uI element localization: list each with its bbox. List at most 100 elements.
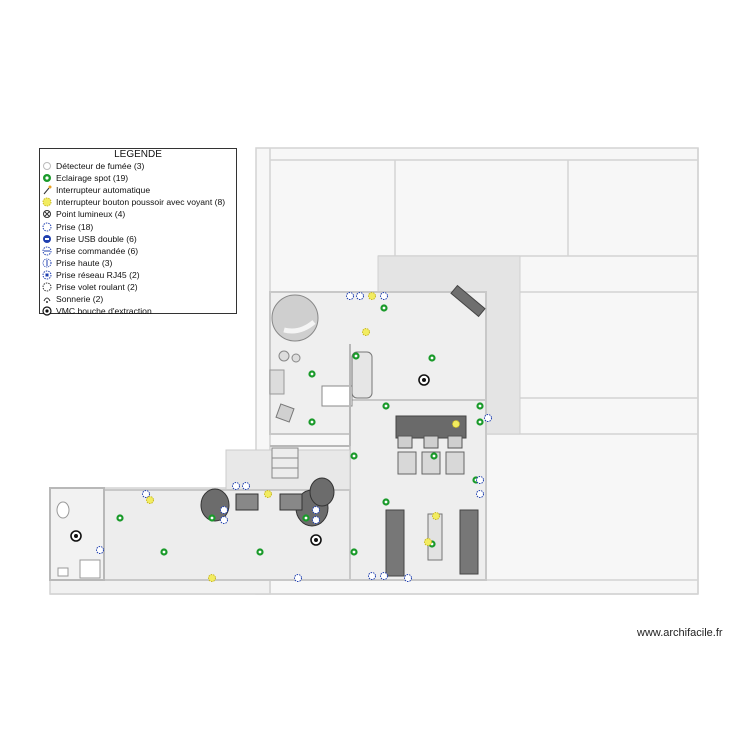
coffee-table	[427, 513, 443, 561]
legend-item-label: Détecteur de fumée (3)	[56, 161, 145, 172]
usb-outlet-icon	[42, 234, 53, 244]
outlet-icon	[42, 222, 53, 232]
outlet-icon	[232, 482, 240, 490]
spot-light-icon	[350, 452, 358, 460]
push-button-switch-icon	[208, 574, 216, 582]
outlet-icon	[312, 506, 320, 514]
legend-item: Prise commandée (6)	[42, 245, 236, 257]
outlet-icon	[142, 490, 150, 498]
push-button-switch-icon	[146, 496, 154, 504]
bookcase-right	[459, 509, 479, 575]
push-button-switch-icon	[452, 420, 460, 428]
vmc-extractors	[70, 374, 430, 546]
vmc-icon	[418, 374, 430, 386]
table-lower-2	[279, 493, 303, 511]
legend-item: Point lumineux (4)	[42, 208, 236, 220]
spot-light-icon	[382, 402, 390, 410]
spot-light-icon	[308, 418, 316, 426]
small-chair	[278, 350, 290, 362]
outlet-icon	[346, 292, 354, 300]
spot-light-icon	[380, 304, 388, 312]
smoke-detector-icon	[42, 161, 53, 171]
legend-list: Détecteur de fumée (3)Eclairage spot (19…	[40, 160, 236, 317]
round-table-light	[283, 320, 316, 334]
outlet-icon	[242, 482, 250, 490]
armchair	[275, 403, 295, 423]
small-chair-2	[291, 353, 301, 363]
vmc-icon	[42, 306, 53, 316]
outlet-icon	[380, 292, 388, 300]
outlet-icon	[380, 572, 388, 580]
switches	[146, 292, 460, 582]
legend-item: Interrupteur bouton poussoir avec voyant…	[42, 196, 236, 208]
bookcase-left	[385, 509, 405, 577]
outlet-icon	[294, 574, 302, 582]
push-button-switch-icon	[368, 292, 376, 300]
spot-light-icon	[308, 370, 316, 378]
legend-item: Sonnerie (2)	[42, 293, 236, 305]
spot-light-icon	[428, 354, 436, 362]
legend-item: Prise haute (3)	[42, 257, 236, 269]
legend-item: Prise volet roulant (2)	[42, 281, 236, 293]
legend-item-label: Interrupteur automatique	[56, 185, 151, 196]
outlet-icon	[368, 572, 376, 580]
bath-mat	[57, 567, 69, 577]
spot-light-icon	[382, 498, 390, 506]
push-button-switch-icon	[424, 538, 432, 546]
spot-light-icon	[350, 548, 358, 556]
sofa	[351, 351, 373, 399]
legend-item-label: VMC bouche d'extraction	[56, 306, 152, 317]
spot-light-icon	[430, 452, 438, 460]
spot-light-icon	[352, 352, 360, 360]
legend-item-label: Prise USB double (6)	[56, 233, 137, 244]
switched-outlet-icon	[42, 246, 53, 256]
spot-light-icon	[256, 548, 264, 556]
vmc-icon	[310, 534, 322, 546]
legend-item-label: Eclairage spot (19)	[56, 173, 129, 184]
bench	[450, 284, 486, 318]
outlet-icon	[476, 476, 484, 484]
push-button-switch-icon	[264, 490, 272, 498]
push-button-switch-icon	[362, 328, 370, 336]
rj45-outlet-icon	[42, 270, 53, 280]
stairs	[271, 447, 299, 479]
watermark: www.archifacile.fr	[637, 627, 723, 639]
outlets	[96, 292, 492, 582]
legend-item-label: Prise commandée (6)	[56, 245, 139, 256]
legend-item: Interrupteur automatique	[42, 184, 236, 196]
spot-light-icon	[476, 402, 484, 410]
outlet-icon	[312, 516, 320, 524]
outlet-icon	[476, 490, 484, 498]
bath-cabinet	[79, 559, 101, 579]
spot-lights	[116, 304, 484, 556]
push-button-switch-icon	[432, 512, 440, 520]
legend-title: LEGENDE	[114, 149, 162, 160]
legend-item-label: Interrupteur bouton poussoir avec voyant…	[56, 197, 226, 208]
legend-item-label: Prise volet roulant (2)	[56, 281, 138, 292]
desk	[321, 385, 353, 407]
auto-switch-icon	[42, 185, 53, 195]
legend-item-label: Prise haute (3)	[56, 257, 113, 268]
doorbell-icon	[42, 294, 53, 304]
vmc-icon	[70, 530, 82, 542]
spot-light-icon	[208, 514, 216, 522]
legend-item: Prise (18)	[42, 220, 236, 232]
legend-item-label: Sonnerie (2)	[56, 294, 104, 305]
legend-item-label: Point lumineux (4)	[56, 209, 126, 220]
round-table	[271, 294, 319, 342]
outlet-icon	[220, 506, 228, 514]
outlet-icon	[484, 414, 492, 422]
side-shelf	[269, 369, 285, 395]
spot-light-icon	[302, 514, 310, 522]
spot-light-icon	[160, 548, 168, 556]
light-point-icon	[42, 209, 53, 219]
outlet-icon	[220, 516, 228, 524]
high-outlet-icon	[42, 258, 53, 268]
spot-light-icon	[476, 418, 484, 426]
toilet	[56, 501, 70, 519]
legend-item: Eclairage spot (19)	[42, 172, 236, 184]
legend-item: VMC bouche d'extraction	[42, 305, 236, 317]
legend-item: Prise réseau RJ45 (2)	[42, 269, 236, 281]
spot-light-icon	[116, 514, 124, 522]
